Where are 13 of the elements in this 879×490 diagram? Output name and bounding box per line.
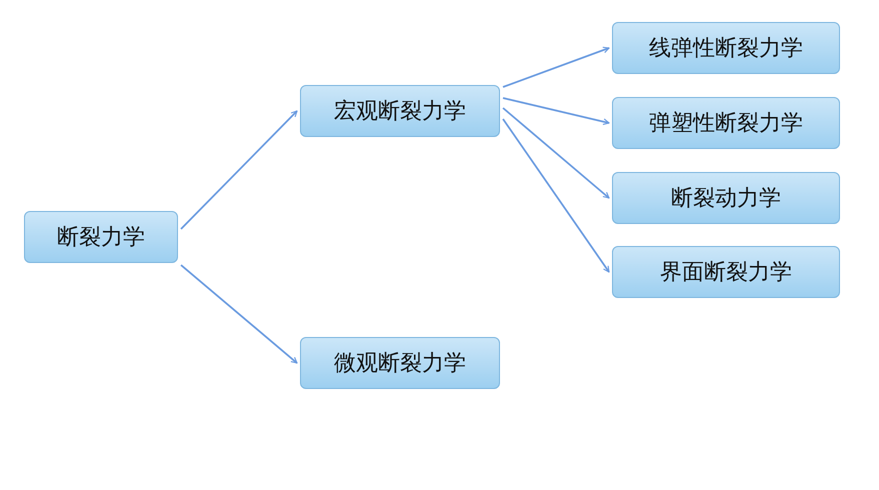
- process-box: 微观断裂力学: [300, 337, 500, 389]
- arrow: [180, 110, 298, 230]
- process-box: 断裂动力学: [612, 172, 840, 224]
- process-box: 界面断裂力学: [612, 246, 840, 298]
- arrow: [502, 118, 610, 273]
- arrow: [502, 107, 610, 199]
- process-box: 宏观断裂力学: [300, 85, 500, 137]
- arrow: [180, 264, 298, 364]
- arrow: [502, 97, 610, 125]
- process-box: 弹塑性断裂力学: [612, 97, 840, 149]
- arrow: [502, 46, 610, 88]
- process-box: 线弹性断裂力学: [612, 22, 840, 74]
- process-box: 断裂力学: [24, 211, 178, 263]
